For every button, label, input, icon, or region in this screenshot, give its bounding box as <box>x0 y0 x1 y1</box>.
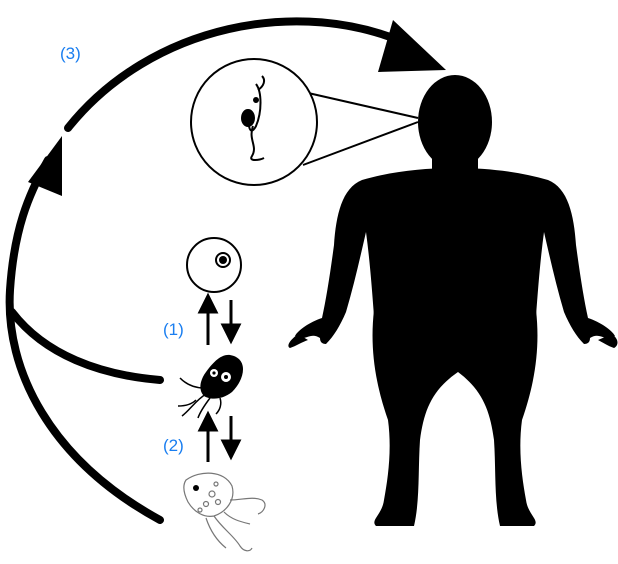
step-3-label: (3) <box>60 44 81 63</box>
zoomed-parasite-icon <box>241 75 266 161</box>
zoom-callout <box>190 58 419 186</box>
exchange-arrows-2 <box>197 410 242 462</box>
outline-organism-icon <box>183 472 266 552</box>
arrow-down-1 <box>220 323 242 345</box>
arrow-down-2 <box>220 439 242 461</box>
cyst-icon <box>186 237 242 293</box>
zoom-line-bottom <box>302 121 419 166</box>
exchange-arrows-1 <box>197 292 242 345</box>
transmission-arrows <box>5 17 414 524</box>
trophozoite-icon <box>177 354 243 419</box>
arrowhead-top <box>378 20 446 72</box>
arrow-up-2 <box>197 410 219 432</box>
arrow-heads <box>28 20 446 196</box>
cycle-arrow-branch <box>8 308 164 384</box>
arrowhead-left <box>28 136 62 196</box>
zoom-line-top <box>294 89 419 119</box>
cycle-arrow-left-arc <box>5 156 164 524</box>
human-silhouette-icon <box>288 75 618 526</box>
step-2-label: (2) <box>163 436 184 455</box>
cycle-arrow-top-arc <box>64 17 414 132</box>
arrow-up-1 <box>197 292 219 314</box>
step-1-label: (1) <box>163 320 184 339</box>
